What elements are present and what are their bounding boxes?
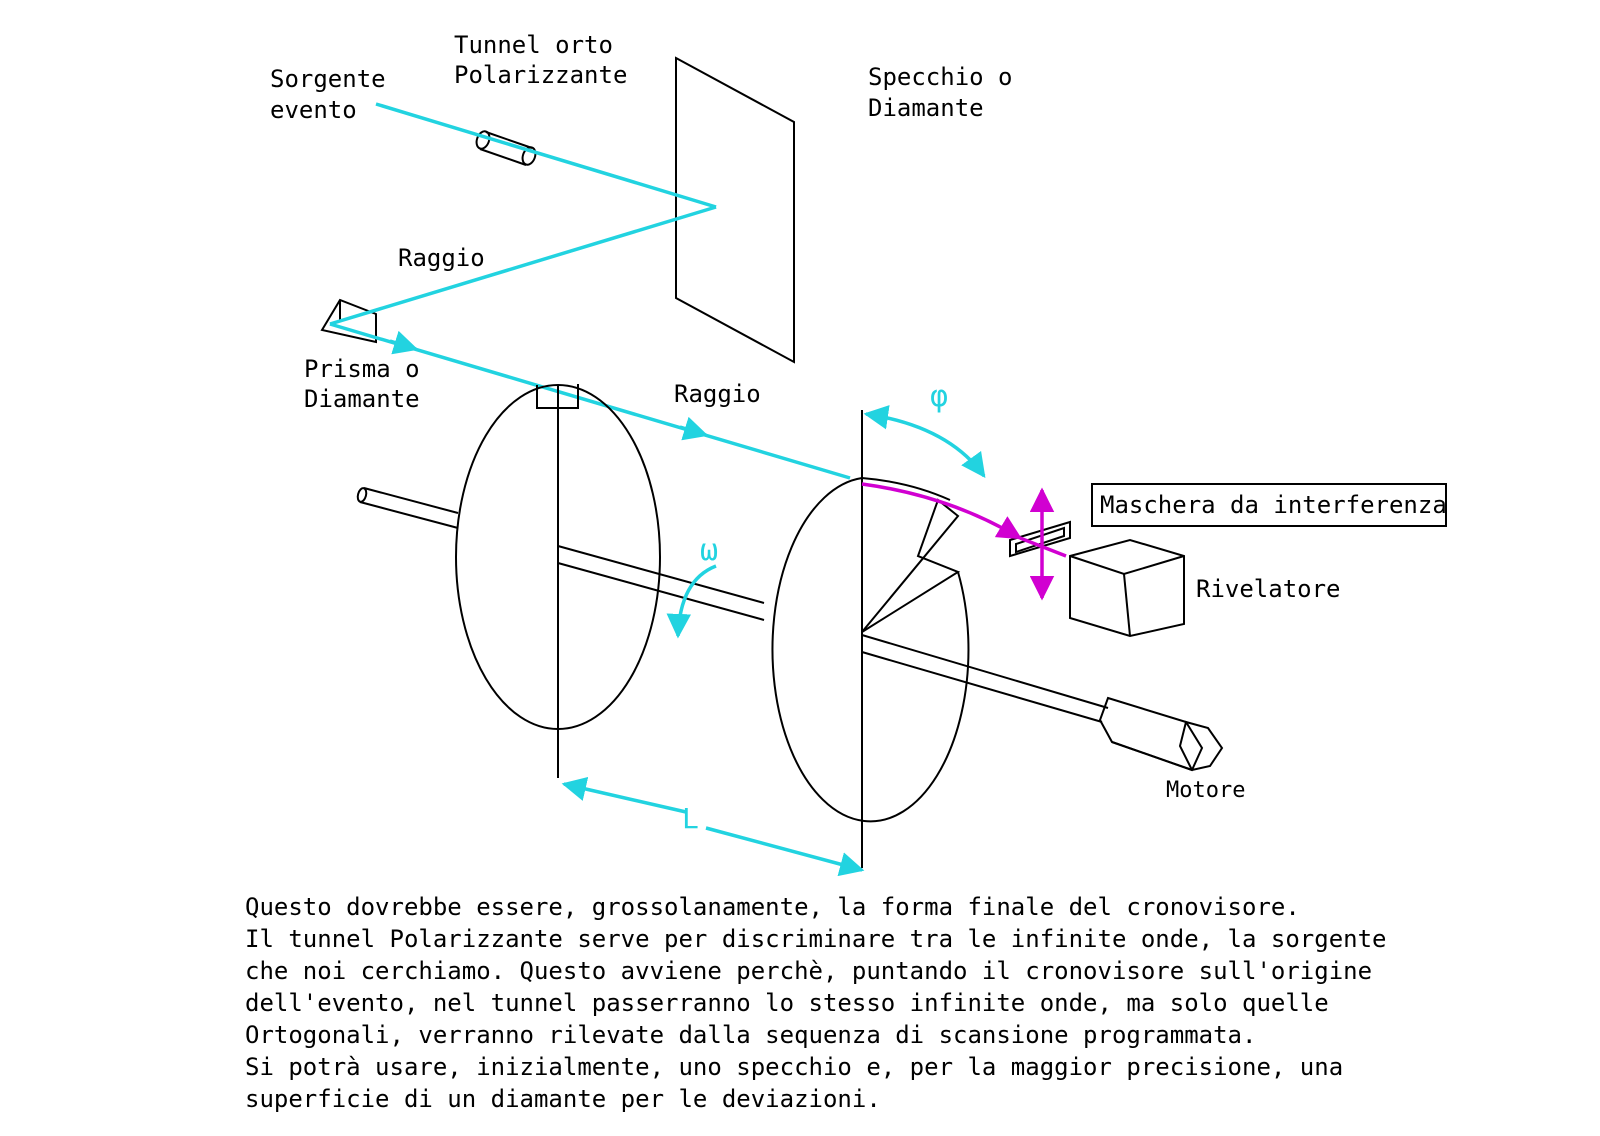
raggio-lower-label: Raggio (674, 380, 761, 408)
left-disk (455, 384, 661, 778)
masked-ray (861, 482, 1067, 601)
polarizing-tunnel (475, 130, 537, 166)
caption-line-4: dell'evento, nel tunnel passerranno lo s… (245, 989, 1329, 1017)
prism (320, 298, 377, 344)
omega-rotation-arrow (666, 564, 717, 639)
light-ray (329, 102, 851, 480)
tunnel-label: Tunnel orto Polarizzante (454, 31, 627, 89)
phi-label: φ (930, 379, 948, 414)
sorgente-line-2: evento (270, 96, 357, 124)
distance-label: L (682, 802, 699, 835)
phi-arc (863, 405, 986, 478)
caption-line-7: superficie di un diamante per le deviazi… (245, 1085, 881, 1113)
caption-line-5: Ortogonali, verranno rilevate dalla sequ… (245, 1021, 1256, 1049)
detector-box (1069, 538, 1185, 638)
omega-label: ω (700, 533, 718, 568)
rivelatore-label: Rivelatore (1196, 575, 1341, 603)
motore-label: Motore (1166, 778, 1245, 803)
sorgente-line-1: Sorgente (270, 65, 386, 93)
specchio-label: Specchio o Diamante (868, 63, 1027, 122)
motor (1098, 696, 1224, 772)
tunnel-line-1: Tunnel orto (454, 31, 613, 59)
tunnel-line-2: Polarizzante (454, 61, 627, 89)
raggio-upper-label: Raggio (398, 244, 485, 272)
prisma-line-2: Diamante (304, 385, 420, 413)
specchio-line-1: Specchio o (868, 63, 1013, 91)
maschera-label: Maschera da interferenza (1100, 491, 1447, 519)
distance-arrow (561, 776, 865, 877)
sorgente-label: Sorgente evento (270, 65, 400, 124)
prisma-line-1: Prisma o (304, 355, 420, 383)
mirror-plate (675, 56, 795, 364)
caption-line-6: Si potrà usare, inizialmente, uno specch… (245, 1053, 1343, 1081)
axle (356, 487, 1109, 723)
caption: Questo dovrebbe essere, grossolanamente,… (245, 893, 1401, 1113)
caption-line-2: Il tunnel Polarizzante serve per discrim… (245, 925, 1387, 953)
caption-line-3: che noi cerchiamo. Questo avviene perchè… (245, 957, 1372, 985)
right-disk (771, 410, 970, 868)
caption-line-1: Questo dovrebbe essere, grossolanamente,… (245, 893, 1300, 921)
specchio-line-2: Diamante (868, 94, 984, 122)
prisma-label: Prisma o Diamante (304, 355, 434, 413)
